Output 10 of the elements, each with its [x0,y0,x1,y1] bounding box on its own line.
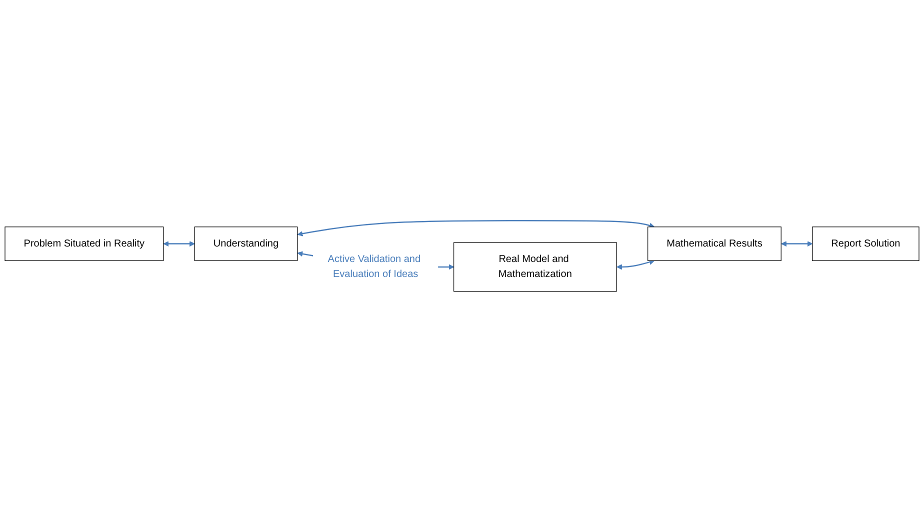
node-box: Problem Situated in Reality [4,226,164,261]
arrow [163,241,195,247]
edge-label: Active Validation and Evaluation of Ideas [328,254,421,280]
node-box: Understanding [194,226,298,261]
arrow [297,220,655,236]
node-box: Real Model and Mathematization [454,242,617,292]
node-box: Report Solution [812,226,920,261]
arrow [781,241,813,247]
arrow [616,259,655,270]
node-box: Mathematical Results [648,226,782,261]
